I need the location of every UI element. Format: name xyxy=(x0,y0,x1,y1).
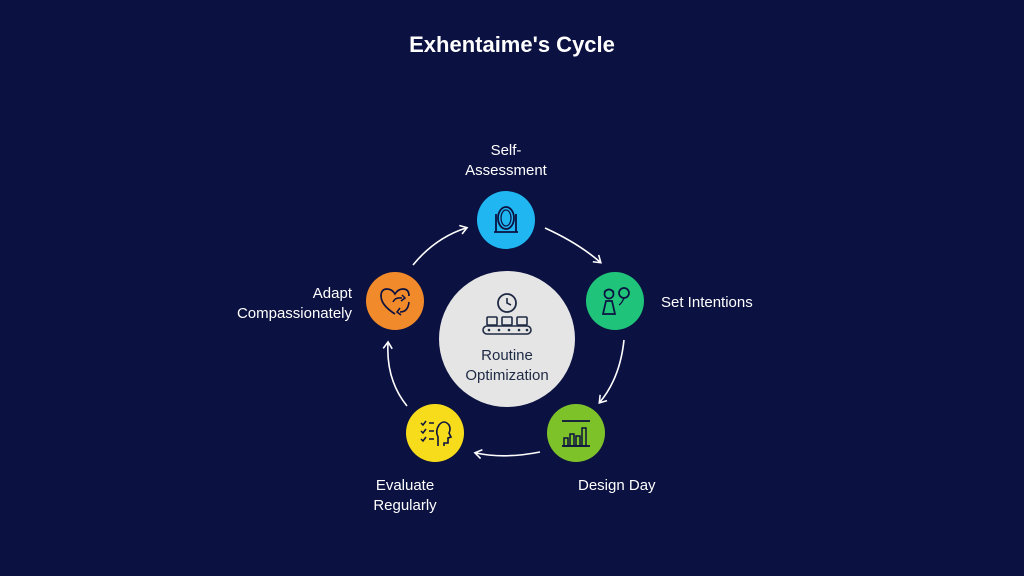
arrow-design-to-evaluate xyxy=(473,449,541,460)
label-evaluate-regularly: Evaluate Regularly xyxy=(373,477,437,514)
mirror-icon xyxy=(494,206,518,233)
node-self-assessment xyxy=(477,191,535,249)
center-label-line1: Routine xyxy=(481,347,533,364)
node-set-intentions xyxy=(586,272,644,330)
arrow-evaluate-to-adapt xyxy=(382,340,408,407)
person-balloon-icon xyxy=(601,287,630,315)
label-set-intentions: Set Intentions xyxy=(661,294,753,311)
label-adapt-compassionately: Adapt Compassionately xyxy=(236,285,352,322)
checklist-head-icon xyxy=(420,420,453,446)
heart-refresh-icon xyxy=(380,288,410,316)
diagram-title: Exhentaime's Cycle xyxy=(409,32,615,57)
center-routine-optimization: Routine Optimization xyxy=(439,271,575,407)
label-self-assessment: Self- Assessment xyxy=(465,142,547,179)
arrow-intentions-to-design xyxy=(598,339,625,404)
node-adapt-compassionately xyxy=(366,272,424,330)
center-label-line2: Optimization xyxy=(465,367,549,384)
arrow-adapt-to-assessment xyxy=(412,224,469,266)
clock-conveyor-icon xyxy=(482,293,532,335)
arrow-assessment-to-intentions xyxy=(544,227,602,264)
node-evaluate-regularly xyxy=(406,404,464,462)
node-design-day xyxy=(547,404,605,462)
label-design-day: Design Day xyxy=(578,477,656,494)
bar-chart-icon xyxy=(562,420,590,447)
